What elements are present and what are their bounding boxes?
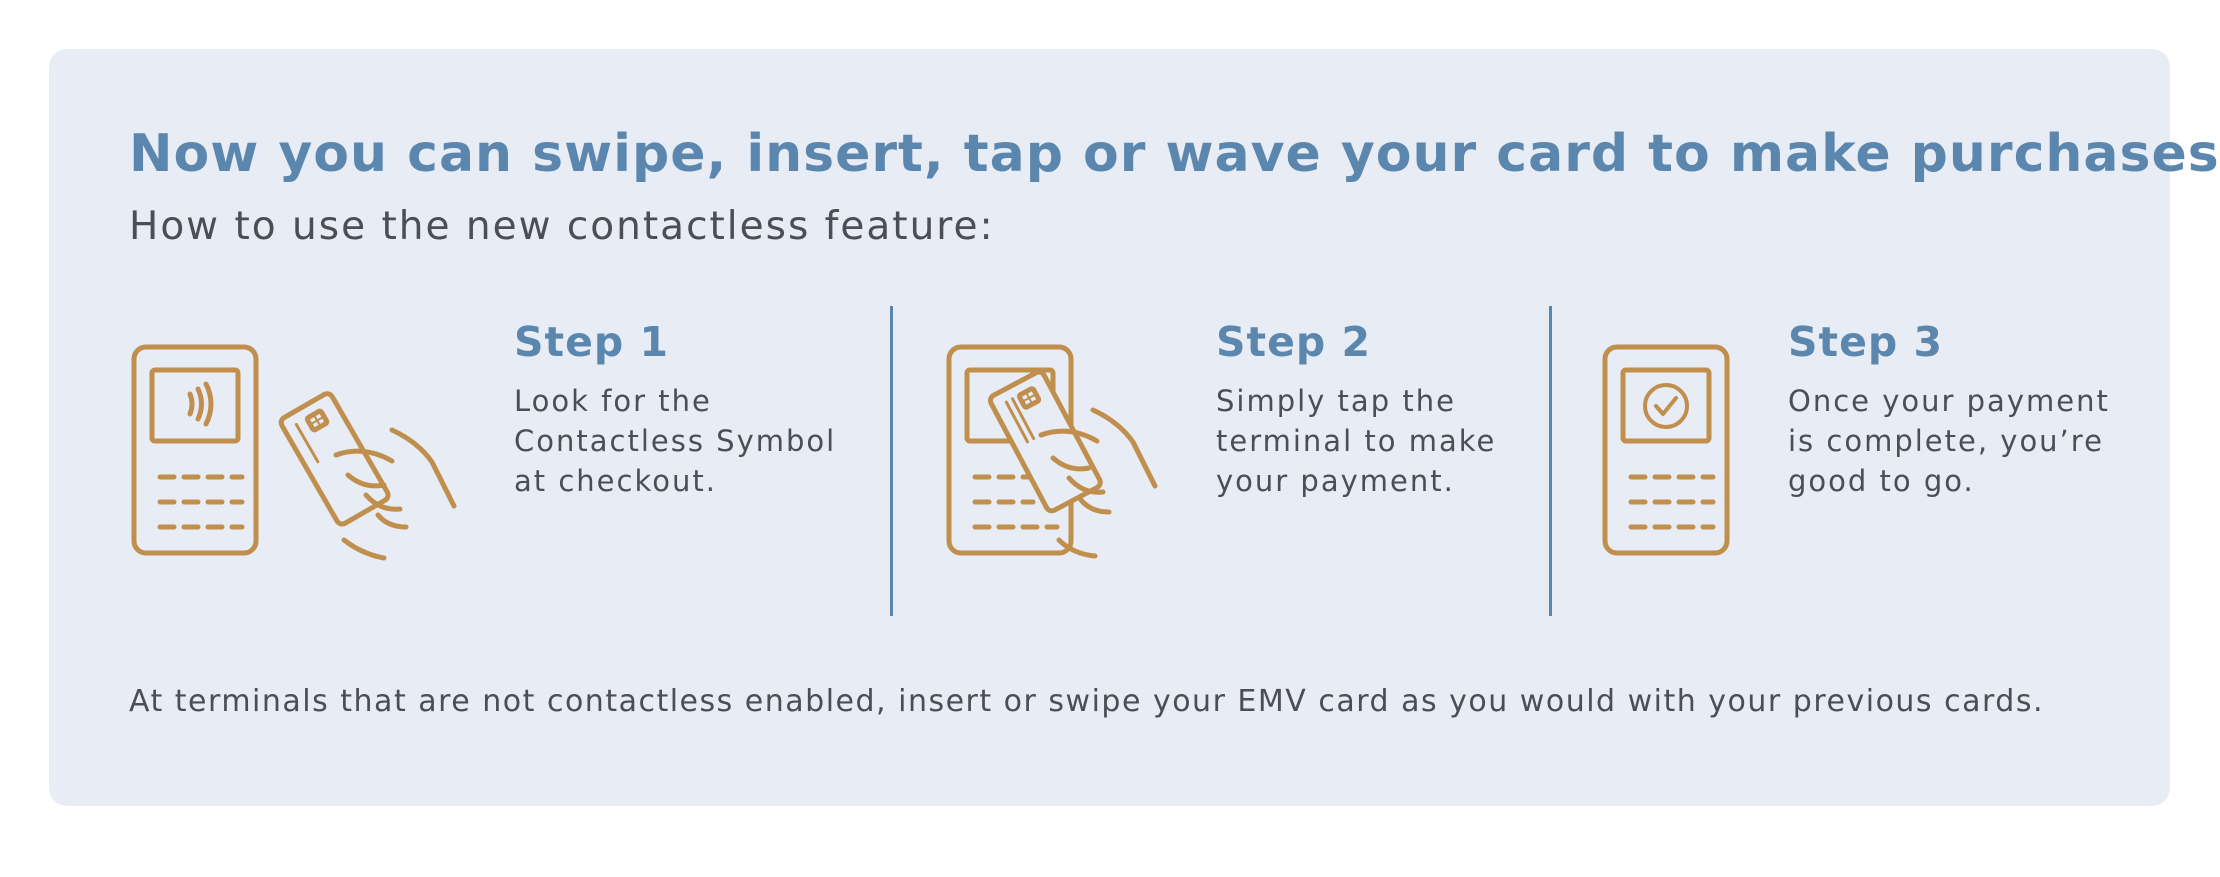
headline: Now you can swipe, insert, tap or wave y… xyxy=(129,124,2220,184)
terminal-contactless-icon xyxy=(128,340,478,561)
step-2-text: Simply tap the terminal to make your pay… xyxy=(1216,384,1497,498)
step-divider xyxy=(890,306,893,616)
card-tap-icon xyxy=(943,340,1173,560)
info-panel xyxy=(49,49,2170,806)
step-3-text: Once your payment is complete, you’re go… xyxy=(1788,384,2110,498)
step-2-title: Step 2 xyxy=(1216,318,1372,366)
step-1-title: Step 1 xyxy=(514,318,670,366)
step-3-title: Step 3 xyxy=(1788,318,1944,366)
footnote: At terminals that are not contactless en… xyxy=(129,684,2044,719)
step-divider xyxy=(1549,306,1552,616)
terminal-check-icon xyxy=(1599,340,1734,560)
step-1-text: Look for the Contactless Symbol at check… xyxy=(514,384,837,498)
subheadline: How to use the new contactless feature: xyxy=(129,204,995,249)
